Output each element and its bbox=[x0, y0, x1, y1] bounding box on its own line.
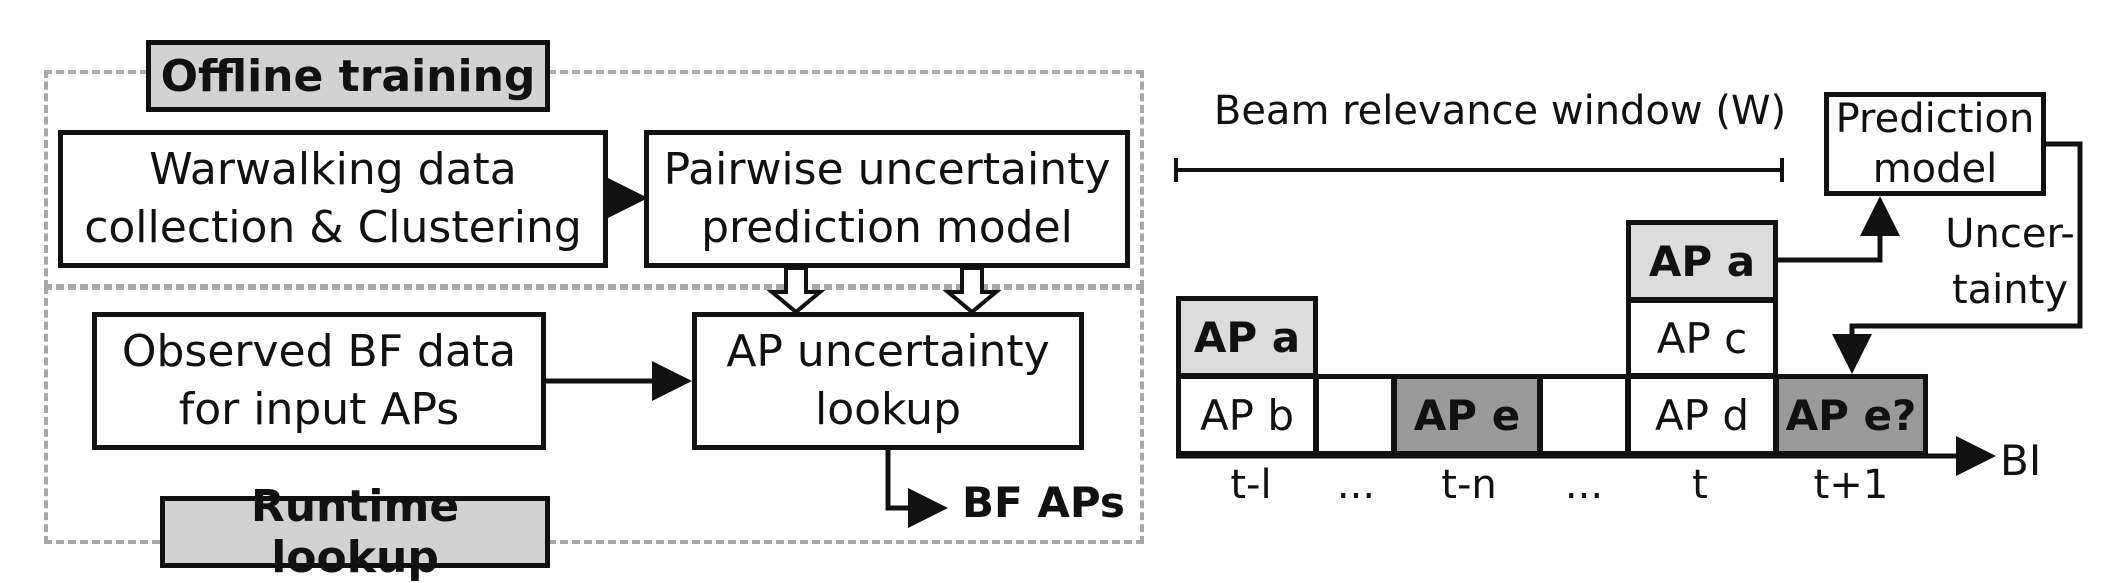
tick-t-n: t-n bbox=[1441, 462, 1497, 508]
tick-ellipsis-1: ... bbox=[1336, 462, 1376, 508]
warwalking-box: Warwalking data collection & Clustering bbox=[58, 130, 608, 268]
tick-t-plus-1: t+1 bbox=[1813, 462, 1889, 508]
slot-t-plus-1: AP e? bbox=[1774, 374, 1928, 456]
arrow-ap-to-prediction bbox=[1778, 196, 1900, 263]
runtime-region bbox=[44, 286, 1144, 544]
tick-ellipsis-2: ... bbox=[1564, 462, 1604, 508]
tick-t-l: t-l bbox=[1230, 462, 1272, 508]
uncertainty-label: Uncer- tainty bbox=[1945, 211, 2075, 313]
slot-tl-top: AP a bbox=[1176, 296, 1318, 378]
arrow-lookup-to-output bbox=[885, 450, 948, 528]
offline-training-header: Offline training bbox=[146, 40, 550, 112]
bi-axis-label: BI bbox=[2000, 436, 2042, 485]
observed-bf-box: Observed BF data for input APs bbox=[92, 312, 546, 450]
slot-t-top: AP a bbox=[1626, 220, 1778, 302]
prediction-model-box: Prediction model bbox=[1824, 92, 2046, 196]
slot-t-mid: AP c bbox=[1626, 298, 1778, 378]
hollow-arrow-1 bbox=[766, 266, 826, 315]
slot-gap-1 bbox=[1314, 374, 1396, 456]
hollow-arrow-2 bbox=[942, 266, 1002, 315]
ap-uncertainty-lookup-box: AP uncertainty lookup bbox=[692, 312, 1084, 450]
bf-aps-output-label: BF APs bbox=[962, 478, 1125, 527]
arrow-prediction-to-slot bbox=[1832, 141, 2083, 374]
pairwise-model-box: Pairwise uncertainty prediction model bbox=[644, 130, 1130, 268]
beam-window-label: Beam relevance window (W) bbox=[1213, 88, 1787, 134]
slot-gap-2 bbox=[1538, 374, 1630, 456]
tick-t: t bbox=[1692, 462, 1708, 508]
